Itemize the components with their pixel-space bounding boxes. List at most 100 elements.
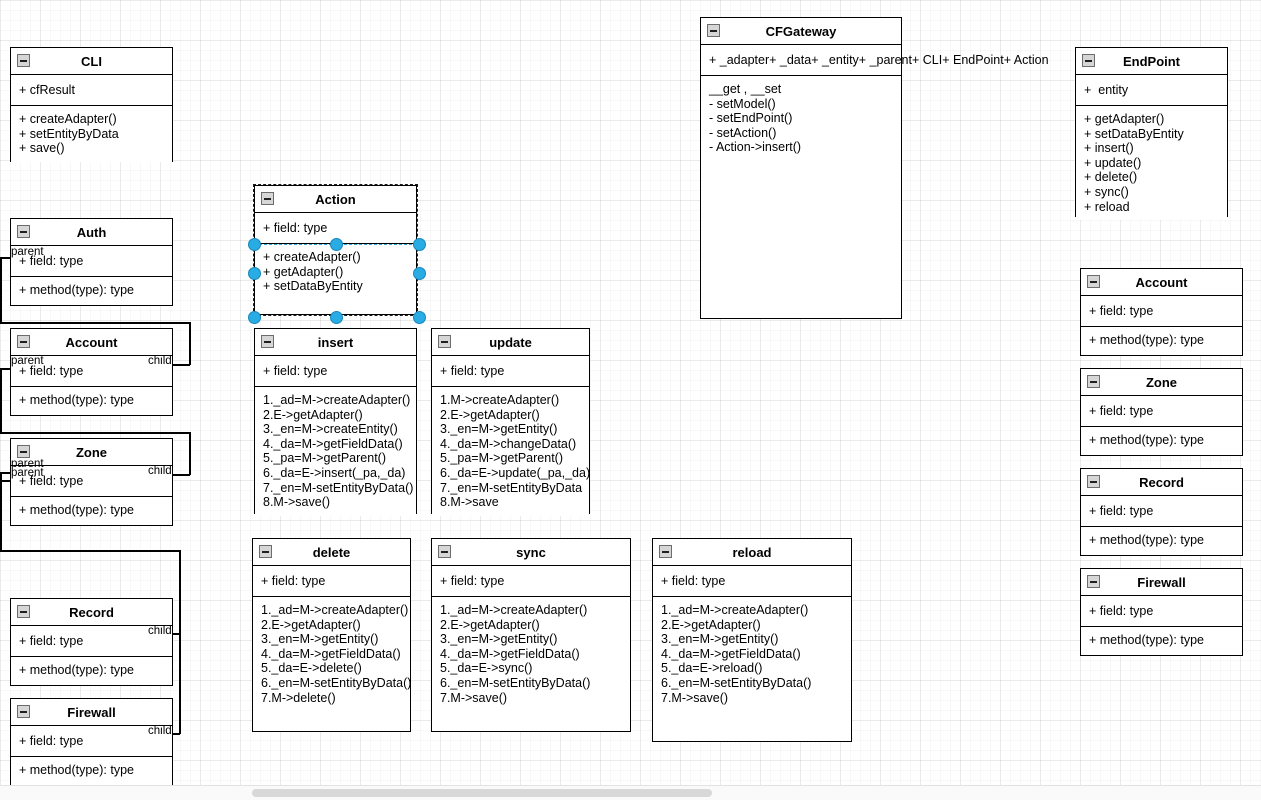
minus-square-icon[interactable]: [707, 24, 720, 37]
operation-line: 6._en=M-setEntityByData(): [661, 675, 812, 690]
operation-line: - setModel(): [709, 96, 776, 111]
minus-square-icon[interactable]: [17, 445, 30, 458]
connector-zone-left-stub[interactable]: [0, 472, 10, 474]
class-operations-endpoint: + getAdapter()+ setDataByEntity+ insert(…: [1076, 105, 1227, 221]
connector-auth-left-stub[interactable]: [0, 257, 10, 259]
handle-bottom-right[interactable]: [412, 310, 426, 324]
class-box-firewall-right[interactable]: Firewall+ field: type+ method(type): typ…: [1080, 568, 1243, 656]
class-box-account-right[interactable]: Account+ field: type+ method(type): type: [1080, 268, 1243, 356]
class-operations-zone-left: + method(type): type: [11, 496, 172, 524]
connector-auth-to-account-h[interactable]: [0, 322, 190, 324]
horizontal-scrollbar-thumb[interactable]: [252, 789, 712, 797]
attribute-line: + field: type: [261, 573, 326, 588]
connector-zone-child-down[interactable]: [189, 432, 191, 475]
operation-line: 3._en=M->getEntity(): [261, 632, 379, 647]
minus-square-icon[interactable]: [438, 545, 451, 558]
class-box-zone-left[interactable]: Zone+ field: type+ method(type): type: [10, 438, 173, 526]
class-header-firewall-right: Firewall: [1081, 569, 1242, 596]
minus-square-icon[interactable]: [17, 54, 30, 67]
connector-zone-to-records-h[interactable]: [0, 550, 180, 552]
connector-account-child-in[interactable]: [172, 364, 190, 366]
class-box-record-right[interactable]: Record+ field: type+ method(type): type: [1080, 468, 1243, 556]
class-title: CLI: [81, 54, 102, 69]
class-operations-firewall-left: + method(type): type: [11, 756, 172, 784]
connector-records-down-2[interactable]: [179, 633, 181, 734]
class-attributes-account-left: + field: type: [11, 356, 172, 386]
handle-bottom-left[interactable]: [247, 310, 261, 324]
operation-line: 7.M->save(): [440, 690, 508, 705]
class-header-sync: sync: [432, 539, 630, 566]
operation-line: 1.M->createAdapter(): [440, 393, 560, 407]
minus-square-icon[interactable]: [1087, 275, 1100, 288]
class-header-cli: CLI: [11, 48, 172, 75]
connector-firewall-child-in[interactable]: [172, 733, 180, 735]
minus-square-icon[interactable]: [17, 605, 30, 618]
class-box-cli[interactable]: CLI+ cfResult+ createAdapter()+ setEntit…: [10, 47, 173, 162]
handle-middle-left[interactable]: [247, 266, 261, 280]
operation-line: 2.E->getAdapter(): [440, 617, 540, 632]
minus-square-icon[interactable]: [1087, 375, 1100, 388]
class-attributes-zone-left: + field: type: [11, 466, 172, 496]
minus-square-icon[interactable]: [1087, 575, 1100, 588]
minus-square-icon[interactable]: [1087, 475, 1100, 488]
class-title: insert: [317, 335, 354, 350]
handle-middle-right[interactable]: [412, 266, 426, 280]
class-box-auth[interactable]: Auth+ field: type+ method(type): type: [10, 218, 173, 306]
class-box-endpoint[interactable]: EndPoint+ entity+ getAdapter()+ setDataB…: [1075, 47, 1228, 221]
minus-square-icon[interactable]: [17, 225, 30, 238]
attribute-line: + field: type: [263, 363, 328, 378]
operation-line: - Action->insert(): [709, 140, 802, 155]
connector-account-to-zone-h[interactable]: [0, 432, 190, 434]
minus-square-icon[interactable]: [438, 335, 451, 348]
connector-record-child-in[interactable]: [172, 633, 180, 635]
class-title: Auth: [76, 225, 107, 240]
minus-square-icon[interactable]: [659, 545, 672, 558]
minus-square-icon[interactable]: [17, 705, 30, 718]
operation-line: 4._da=M->getFieldData(): [261, 646, 401, 661]
edge-label-firewall-child: child: [148, 725, 172, 737]
class-box-record-left[interactable]: Record+ field: type+ method(type): type: [10, 598, 173, 686]
connector-account-left-stub[interactable]: [0, 368, 10, 370]
minus-square-icon[interactable]: [17, 335, 30, 348]
class-box-account-left[interactable]: Account+ field: type+ method(type): type: [10, 328, 173, 416]
class-operations-delete: 1._ad=M->createAdapter()2.E->getAdapter(…: [253, 596, 411, 712]
horizontal-scrollbar-track[interactable]: [0, 785, 1261, 800]
minus-square-icon[interactable]: [261, 192, 274, 205]
class-header-update: update: [432, 329, 589, 356]
class-box-zone-right[interactable]: Zone+ field: type+ method(type): type: [1080, 368, 1243, 456]
class-title: Account: [1135, 275, 1188, 290]
class-box-firewall-left[interactable]: Firewall+ field: type+ method(type): typ…: [10, 698, 173, 786]
connector-account-down[interactable]: [0, 368, 2, 433]
handle-top-left[interactable]: [247, 237, 261, 251]
handle-top-right[interactable]: [412, 237, 426, 251]
class-operations-auth: + method(type): type: [11, 276, 172, 304]
operation-line: 3._en=M->getEntity(): [440, 632, 558, 647]
connector-account-child-down[interactable]: [189, 322, 191, 365]
handle-top-center[interactable]: [330, 237, 343, 251]
minus-square-icon[interactable]: [261, 335, 274, 348]
connector-records-down[interactable]: [179, 550, 181, 655]
attribute-line: + field: type: [19, 363, 84, 378]
class-header-cfgateway: CFGateway: [701, 18, 901, 45]
edge-label-zone-parent-1: parent: [11, 458, 44, 470]
class-attributes-firewall-right: + field: type: [1081, 596, 1242, 626]
handle-bottom-center[interactable]: [330, 310, 343, 324]
connector-zone-child-in[interactable]: [172, 474, 190, 476]
minus-square-icon[interactable]: [259, 545, 272, 558]
class-box-cfgateway[interactable]: CFGateway+ _adapter+ _data+ _entity+ _pa…: [700, 17, 1049, 319]
minus-square-icon[interactable]: [1082, 54, 1095, 67]
connector-auth-down[interactable]: [0, 257, 2, 323]
operation-line: 7._en=M-setEntityByData: [440, 480, 583, 495]
class-title: reload: [732, 545, 772, 560]
class-header-firewall-left: Firewall: [11, 699, 172, 726]
operation-line: + method(type): type: [19, 503, 134, 517]
class-operations-firewall-right: + method(type): type: [1081, 626, 1242, 654]
connector-zone-left-stub2[interactable]: [0, 480, 10, 482]
connector-zone-down[interactable]: [0, 472, 2, 552]
